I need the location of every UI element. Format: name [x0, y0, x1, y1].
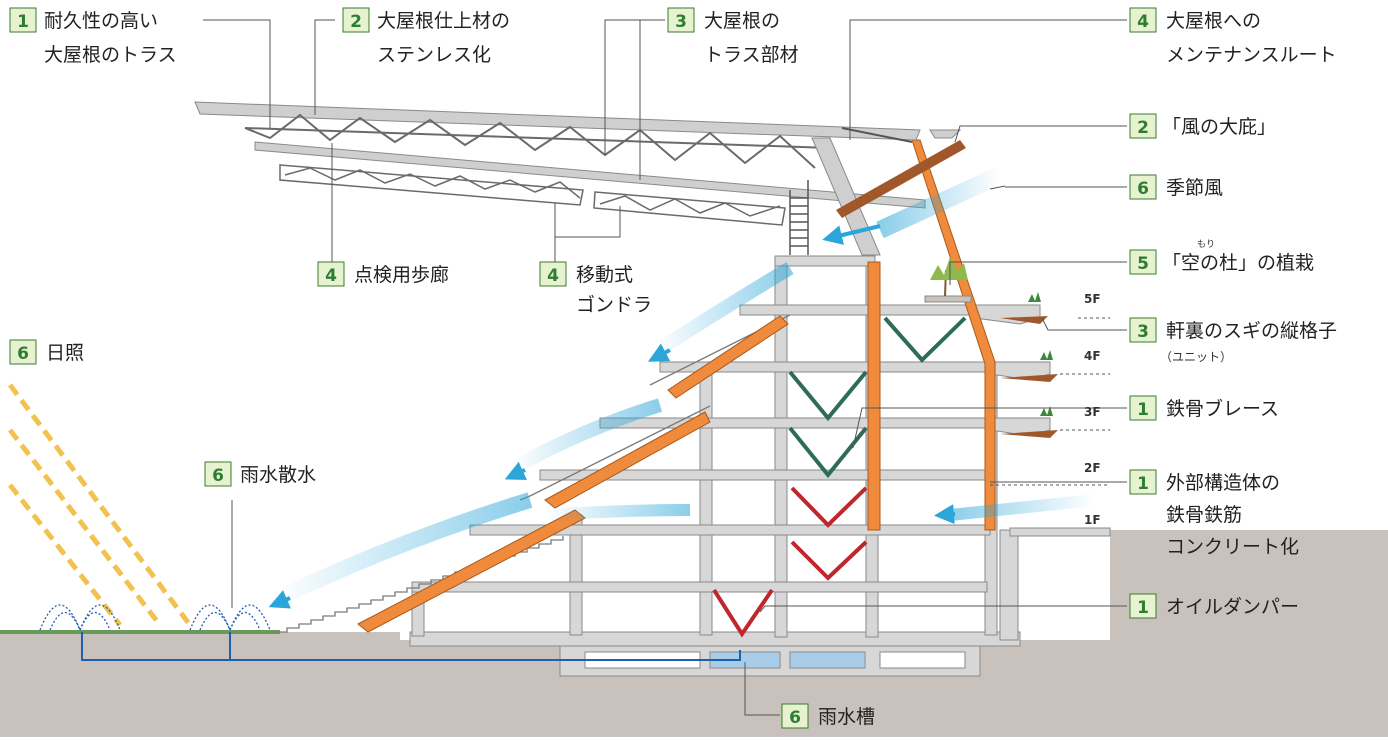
callout-steel-brace: 1 鉄骨ブレース [1129, 395, 1279, 421]
callout-text: トラス部材 [704, 44, 799, 66]
floor-label-4f: 4F [1084, 349, 1101, 363]
callout-text: 大屋根の [704, 10, 780, 32]
callout-number: 6 [212, 466, 224, 486]
callout-number: 1 [1137, 400, 1149, 420]
callout-number: 2 [1137, 118, 1149, 138]
callout-stainless-roof: 2 大屋根仕上材の ステンレス化 [342, 7, 510, 66]
wind-flows [268, 166, 1096, 609]
callout-text: オイルダンパー [1166, 596, 1299, 618]
callouts: 1 耐久性の高い 大屋根のトラス 2 大屋根仕上材の ステンレス化 3 大屋根の… [9, 7, 1337, 729]
callout-number: 1 [17, 12, 29, 32]
callout-text: 外部構造体の [1166, 472, 1280, 494]
callout-text: 軒裏のスギの縦格子 [1166, 320, 1337, 342]
callout-text: 鉄骨ブレース [1166, 397, 1279, 420]
callout-text: ゴンドラ [576, 294, 652, 316]
callout-number: 3 [675, 12, 687, 32]
balconies [974, 292, 1058, 438]
callout-text: 「空の杜」の植栽 [1162, 252, 1314, 274]
callout-text: 大屋根仕上材の [377, 10, 510, 32]
steel-braces [788, 316, 967, 479]
callout-durable-truss: 1 耐久性の高い 大屋根のトラス [9, 7, 177, 66]
callout-sky-forest: 5 もり 「空の杜」の植栽 [1129, 239, 1314, 275]
callout-number: 4 [547, 266, 559, 286]
callout-number: 1 [1137, 598, 1149, 618]
callout-text: 日照 [46, 342, 84, 364]
catwalk-and-gondola [279, 164, 786, 226]
callout-rain-sprinkling: 6 雨水散水 [204, 461, 316, 487]
callout-number: 4 [325, 266, 337, 286]
callout-number: 6 [789, 708, 801, 728]
callout-wind-eave: 2 「風の大庇」 [1129, 113, 1276, 139]
callout-text: 「風の大庇」 [1162, 116, 1276, 138]
callout-gondola: 4 移動式 ゴンドラ [539, 261, 652, 316]
callout-text: 季節風 [1166, 177, 1223, 199]
maintenance-route [789, 180, 809, 255]
callout-maintenance-route: 4 大屋根への メンテナンスルート [1129, 7, 1337, 66]
callout-number: 2 [350, 12, 362, 32]
sky-forest-tree [924, 257, 972, 303]
callout-catwalk: 4 点検用歩廊 [317, 261, 449, 287]
rainwater-pipe [81, 632, 741, 661]
callout-text: 移動式 [576, 264, 633, 286]
callout-text: 雨水槽 [818, 706, 875, 728]
callout-seasonal-wind: 6 季節風 [1129, 174, 1223, 200]
callout-text: メンテナンスルート [1166, 44, 1337, 66]
callout-text: 点検用歩廊 [354, 264, 449, 286]
callout-text: ステンレス化 [377, 44, 491, 66]
callout-number: 6 [1137, 179, 1149, 199]
callout-sunlight: 6 日照 [9, 339, 84, 365]
callout-number: 6 [17, 344, 29, 364]
floor-labels: 5F 4F 3F 2F 1F [1084, 292, 1101, 527]
callout-text: 耐久性の高い [44, 10, 158, 32]
callout-number: 3 [1137, 322, 1149, 342]
callout-text: 大屋根のトラス [44, 44, 177, 66]
callout-text: コンクリート化 [1166, 536, 1299, 558]
callout-text: 雨水散水 [240, 464, 316, 486]
floor-label-3f: 3F [1084, 405, 1101, 419]
floor-slabs [411, 255, 991, 593]
roof [194, 101, 966, 256]
rainwater-sprinklers [39, 604, 271, 631]
floor-label-2f: 2F [1084, 461, 1101, 475]
callout-src-structure: 1 外部構造体の 鉄骨鉄筋 コンクリート化 [1129, 469, 1299, 558]
outer-structure [867, 139, 996, 531]
callout-subtext: （ユニット） [1160, 350, 1232, 364]
callout-rain-tank: 6 雨水槽 [781, 703, 875, 729]
callout-text: 鉄骨鉄筋 [1166, 504, 1242, 526]
leader-lines [203, 19, 1127, 716]
floor-label-5f: 5F [1084, 292, 1101, 306]
callout-number: 4 [1137, 12, 1149, 32]
callout-ruby: もり [1197, 239, 1215, 250]
callout-number: 1 [1137, 474, 1149, 494]
floor-label-1f: 1F [1084, 513, 1101, 527]
callout-number: 5 [1137, 254, 1149, 274]
callout-cedar-lattice: 3 軒裏のスギの縦格子 （ユニット） [1129, 317, 1337, 364]
callout-oil-damper: 1 オイルダンパー [1129, 593, 1299, 619]
stand-beams [357, 315, 789, 633]
callout-truss-members: 3 大屋根の トラス部材 [667, 7, 799, 66]
sunlight-rays [8, 383, 192, 627]
callout-text: 大屋根への [1166, 10, 1261, 32]
oil-dampers [712, 486, 868, 638]
ground [0, 530, 1388, 737]
